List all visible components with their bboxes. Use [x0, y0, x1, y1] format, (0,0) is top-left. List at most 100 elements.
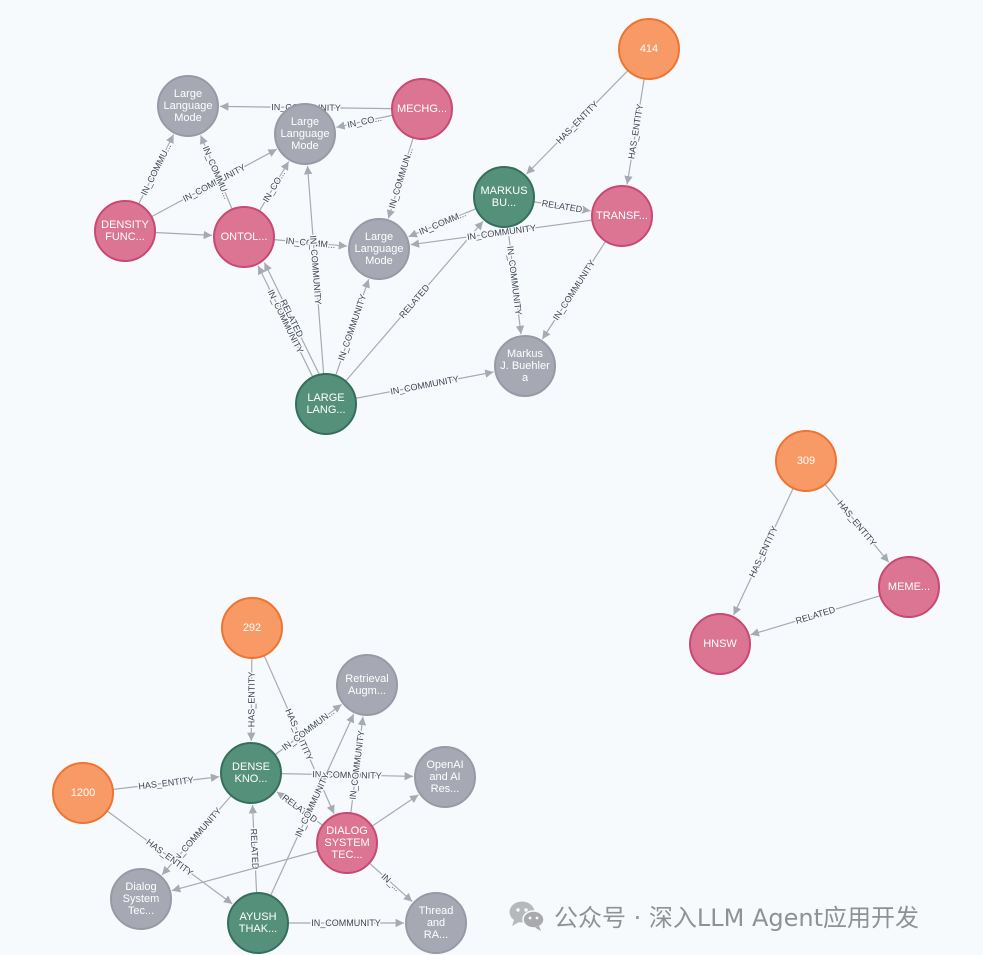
edge-density-llm1[interactable]: IN_COMMU... — [137, 134, 175, 205]
edge-line — [274, 703, 342, 756]
node-label: KNO... — [234, 773, 267, 785]
edge-density-ontol[interactable] — [154, 230, 213, 240]
graph-node-transf[interactable]: TRANSF... — [591, 185, 653, 247]
edge-line — [350, 716, 367, 814]
node-circle — [591, 185, 653, 247]
node-circle — [689, 613, 751, 675]
node-label: Tec... — [128, 905, 154, 917]
edge-n414-transf[interactable]: HAS_ENTITY — [624, 78, 647, 185]
edge-largelang-markus_e[interactable]: IN_COMMUNITY — [355, 369, 494, 399]
edge-ayush-dense[interactable]: RELATED — [247, 804, 262, 894]
node-label: DENSE — [232, 761, 270, 773]
graph-node-ayush[interactable]: AYUSHTHAK... — [227, 892, 289, 954]
edge-n1200-dense[interactable]: HAS_ENTITY — [112, 773, 220, 793]
graph-node-mechg[interactable]: MECHG... — [391, 78, 453, 140]
edge-line — [263, 262, 320, 375]
edge-n309-meme[interactable]: HAS_ENTITY — [824, 483, 890, 563]
edge-n292-dense[interactable]: HAS_ENTITY — [245, 657, 258, 742]
edge-dense-openai[interactable]: IN_COMMUNITY — [280, 768, 414, 782]
edge-dialog_e-openai[interactable] — [371, 794, 419, 827]
node-label: Markus — [507, 348, 544, 360]
edge-label: IN_COMMUNITY — [312, 769, 382, 780]
edge-label: IN_CO... — [261, 169, 287, 204]
node-label: Language — [164, 100, 213, 112]
graph-node-n1200[interactable]: 1200 — [52, 762, 114, 824]
edge-meme-hnsw[interactable]: RELATED — [750, 595, 881, 637]
node-label: Retrieval — [345, 673, 388, 685]
edge-ayush-thread[interactable]: IN_COMMUNITY — [288, 917, 404, 930]
node-label: RA... — [424, 929, 448, 941]
edge-label: IN_COMMUNITY — [551, 258, 597, 322]
graph-node-retrieval[interactable]: RetrievalAugm... — [336, 654, 398, 716]
edge-largelang-ontol[interactable]: RELATED — [263, 262, 320, 375]
edge-transf-markus_e[interactable]: IN_COMMUNITY — [541, 240, 607, 340]
graph-node-meme[interactable]: MEME... — [878, 556, 940, 618]
edge-label: RELATED — [249, 828, 261, 870]
edge-dialog_e-thread[interactable]: IN_... — [368, 862, 413, 903]
graph-node-n292[interactable]: 292 — [221, 597, 283, 659]
node-label: DENSITY — [101, 219, 149, 231]
edge-ontol-llm2[interactable]: IN_CO... — [258, 161, 290, 212]
edge-mechg-llm3[interactable]: IN_COMMUN... — [385, 137, 416, 219]
node-label: Large — [291, 116, 319, 128]
edge-label: HAS_ENTITY — [138, 775, 194, 792]
graph-node-markus_c[interactable]: MARKUSBU... — [473, 166, 535, 228]
edge-markus_c-transf[interactable]: RELATED — [533, 197, 591, 216]
graph-node-ontol[interactable]: ONTOL... — [213, 206, 275, 268]
node-label: SYSTEM — [324, 837, 369, 849]
graph-node-largelang[interactable]: LARGELANG... — [295, 373, 357, 435]
graph-node-n414[interactable]: 414 — [618, 18, 680, 80]
edge-label: RELATED — [397, 282, 432, 320]
node-circle — [94, 200, 156, 262]
node-label: OpenAI — [426, 759, 463, 771]
edge-label: IN_COMMUN... — [387, 146, 415, 209]
node-label: 414 — [640, 43, 658, 55]
edge-line — [507, 226, 525, 335]
edge-line — [161, 795, 232, 876]
edge-mechg-llm2[interactable]: IN_CO... — [336, 111, 393, 131]
node-label: TRANSF... — [596, 210, 648, 222]
edge-dialog_e-dialog_c[interactable] — [171, 850, 319, 893]
node-circle — [52, 762, 114, 824]
node-label: Augm... — [348, 685, 386, 697]
edge-line — [280, 771, 414, 781]
edge-line — [345, 220, 484, 382]
edge-n414-markus_c[interactable]: HAS_ENTITY — [525, 70, 629, 175]
edge-label: IN_COMMUNITY — [505, 245, 524, 315]
edge-largelang-llm2[interactable]: IN_COMMUNITY — [303, 165, 325, 375]
graph-node-density[interactable]: DENSITYFUNC... — [94, 200, 156, 262]
node-circle — [336, 654, 398, 716]
graph-node-dialog_c[interactable]: DialogSystemTec... — [110, 868, 172, 930]
edge-label: IN_COMMUNITY — [170, 806, 223, 865]
edge-dialog_e-retrieval[interactable]: IN_COMMUNITY — [346, 716, 368, 814]
edge-line — [276, 791, 324, 826]
node-label: MECHG... — [397, 103, 447, 115]
edge-markus_c-markus_e[interactable]: IN_COMMUNITY — [504, 226, 525, 335]
edge-label: HAS_ENTITY — [835, 499, 878, 548]
node-circle — [213, 206, 275, 268]
edge-label: IN_CO... — [346, 113, 382, 130]
edge-n309-hnsw[interactable]: HAS_ENTITY — [733, 487, 794, 616]
node-circle — [348, 218, 410, 280]
node-label: MEME... — [888, 581, 930, 593]
graph-node-n309[interactable]: 309 — [775, 430, 837, 492]
edge-line — [303, 165, 325, 375]
graph-node-thread[interactable]: ThreadandRA... — [405, 892, 467, 954]
edge-line — [386, 137, 414, 219]
graph-node-dialog_e[interactable]: DIALOGSYSTEMTEC... — [316, 812, 378, 874]
edge-line — [368, 862, 413, 903]
edge-line — [410, 219, 593, 248]
node-label: FUNC... — [105, 231, 145, 243]
node-label: a — [522, 372, 529, 384]
graph-node-dense[interactable]: DENSEKNO... — [220, 742, 282, 804]
edge-largelang-ontol[interactable]: IN_COMMUNITY — [257, 265, 314, 378]
edge-largelang-llm3[interactable]: IN_COMMUNITY — [335, 279, 370, 376]
node-label: THAK... — [239, 923, 278, 935]
graph-node-hnsw[interactable]: HNSW — [689, 613, 751, 675]
